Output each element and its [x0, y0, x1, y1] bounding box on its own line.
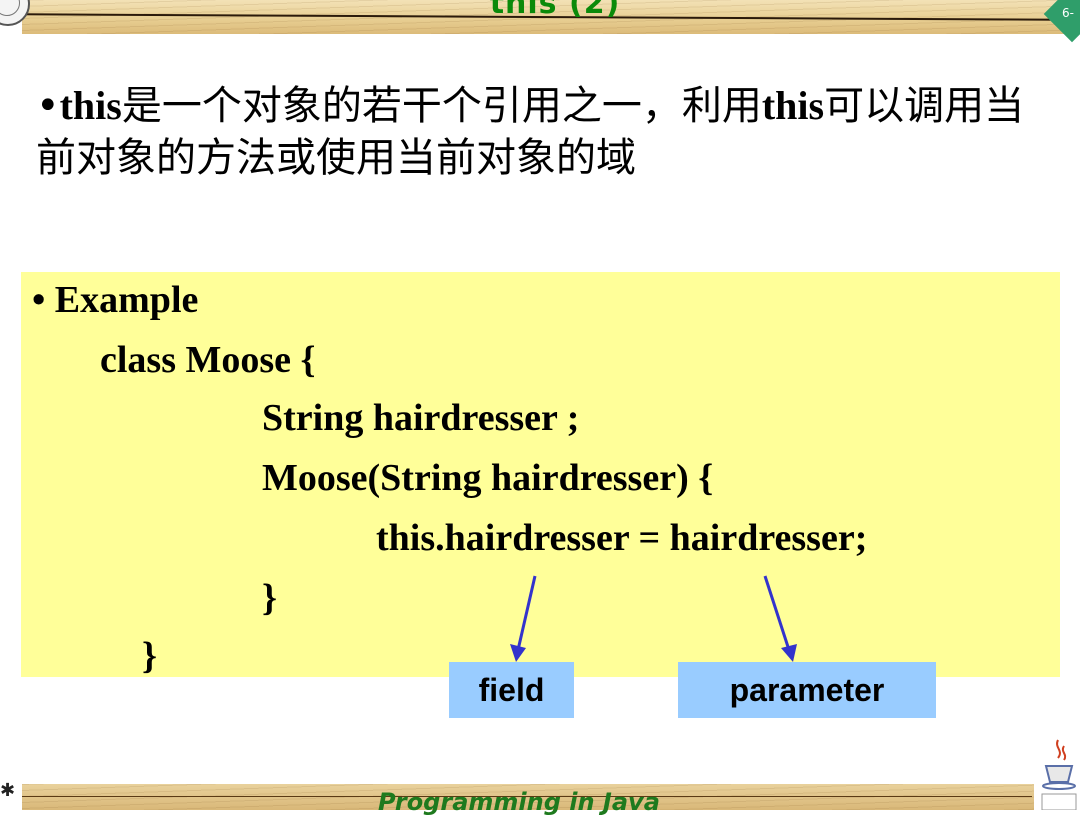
code-line-assignment: this.hairdresser = hairdresser;	[376, 517, 868, 559]
intro-bullet: •this是一个对象的若干个引用之一，利用this可以调用当前对象的方法或使用当…	[36, 80, 1046, 184]
code-line-close-constructor: }	[262, 577, 277, 619]
code-line-class: class Moose {	[100, 339, 316, 381]
footer-rule	[22, 796, 1032, 797]
code-line-field-decl: String hairdresser ;	[262, 397, 580, 439]
code-line-constructor: Moose(String hairdresser) {	[262, 457, 714, 499]
keyword-this-2: this	[761, 83, 825, 128]
bullet-text-2: 可以调用当前对象的方法或使用当前对象的域	[36, 83, 1025, 181]
example-heading: • Example	[32, 279, 199, 321]
footer-title: Programming in Java	[378, 788, 660, 816]
example-box	[21, 272, 1060, 677]
page-number: 6-	[1062, 6, 1074, 20]
bullet-dot: •	[36, 83, 60, 129]
slide-title: this (2)	[489, 0, 621, 21]
field-label: field	[449, 662, 574, 718]
footer-band	[22, 784, 1034, 810]
parameter-label: parameter	[678, 662, 936, 718]
code-line-close-class: }	[142, 635, 157, 677]
java-logo-icon	[1041, 739, 1077, 810]
bullet-text-1: 是一个对象的若干个引用之一，利用	[121, 83, 762, 129]
keyword-this-1: this	[59, 83, 122, 128]
decor-star-icon: ✱	[0, 780, 16, 801]
